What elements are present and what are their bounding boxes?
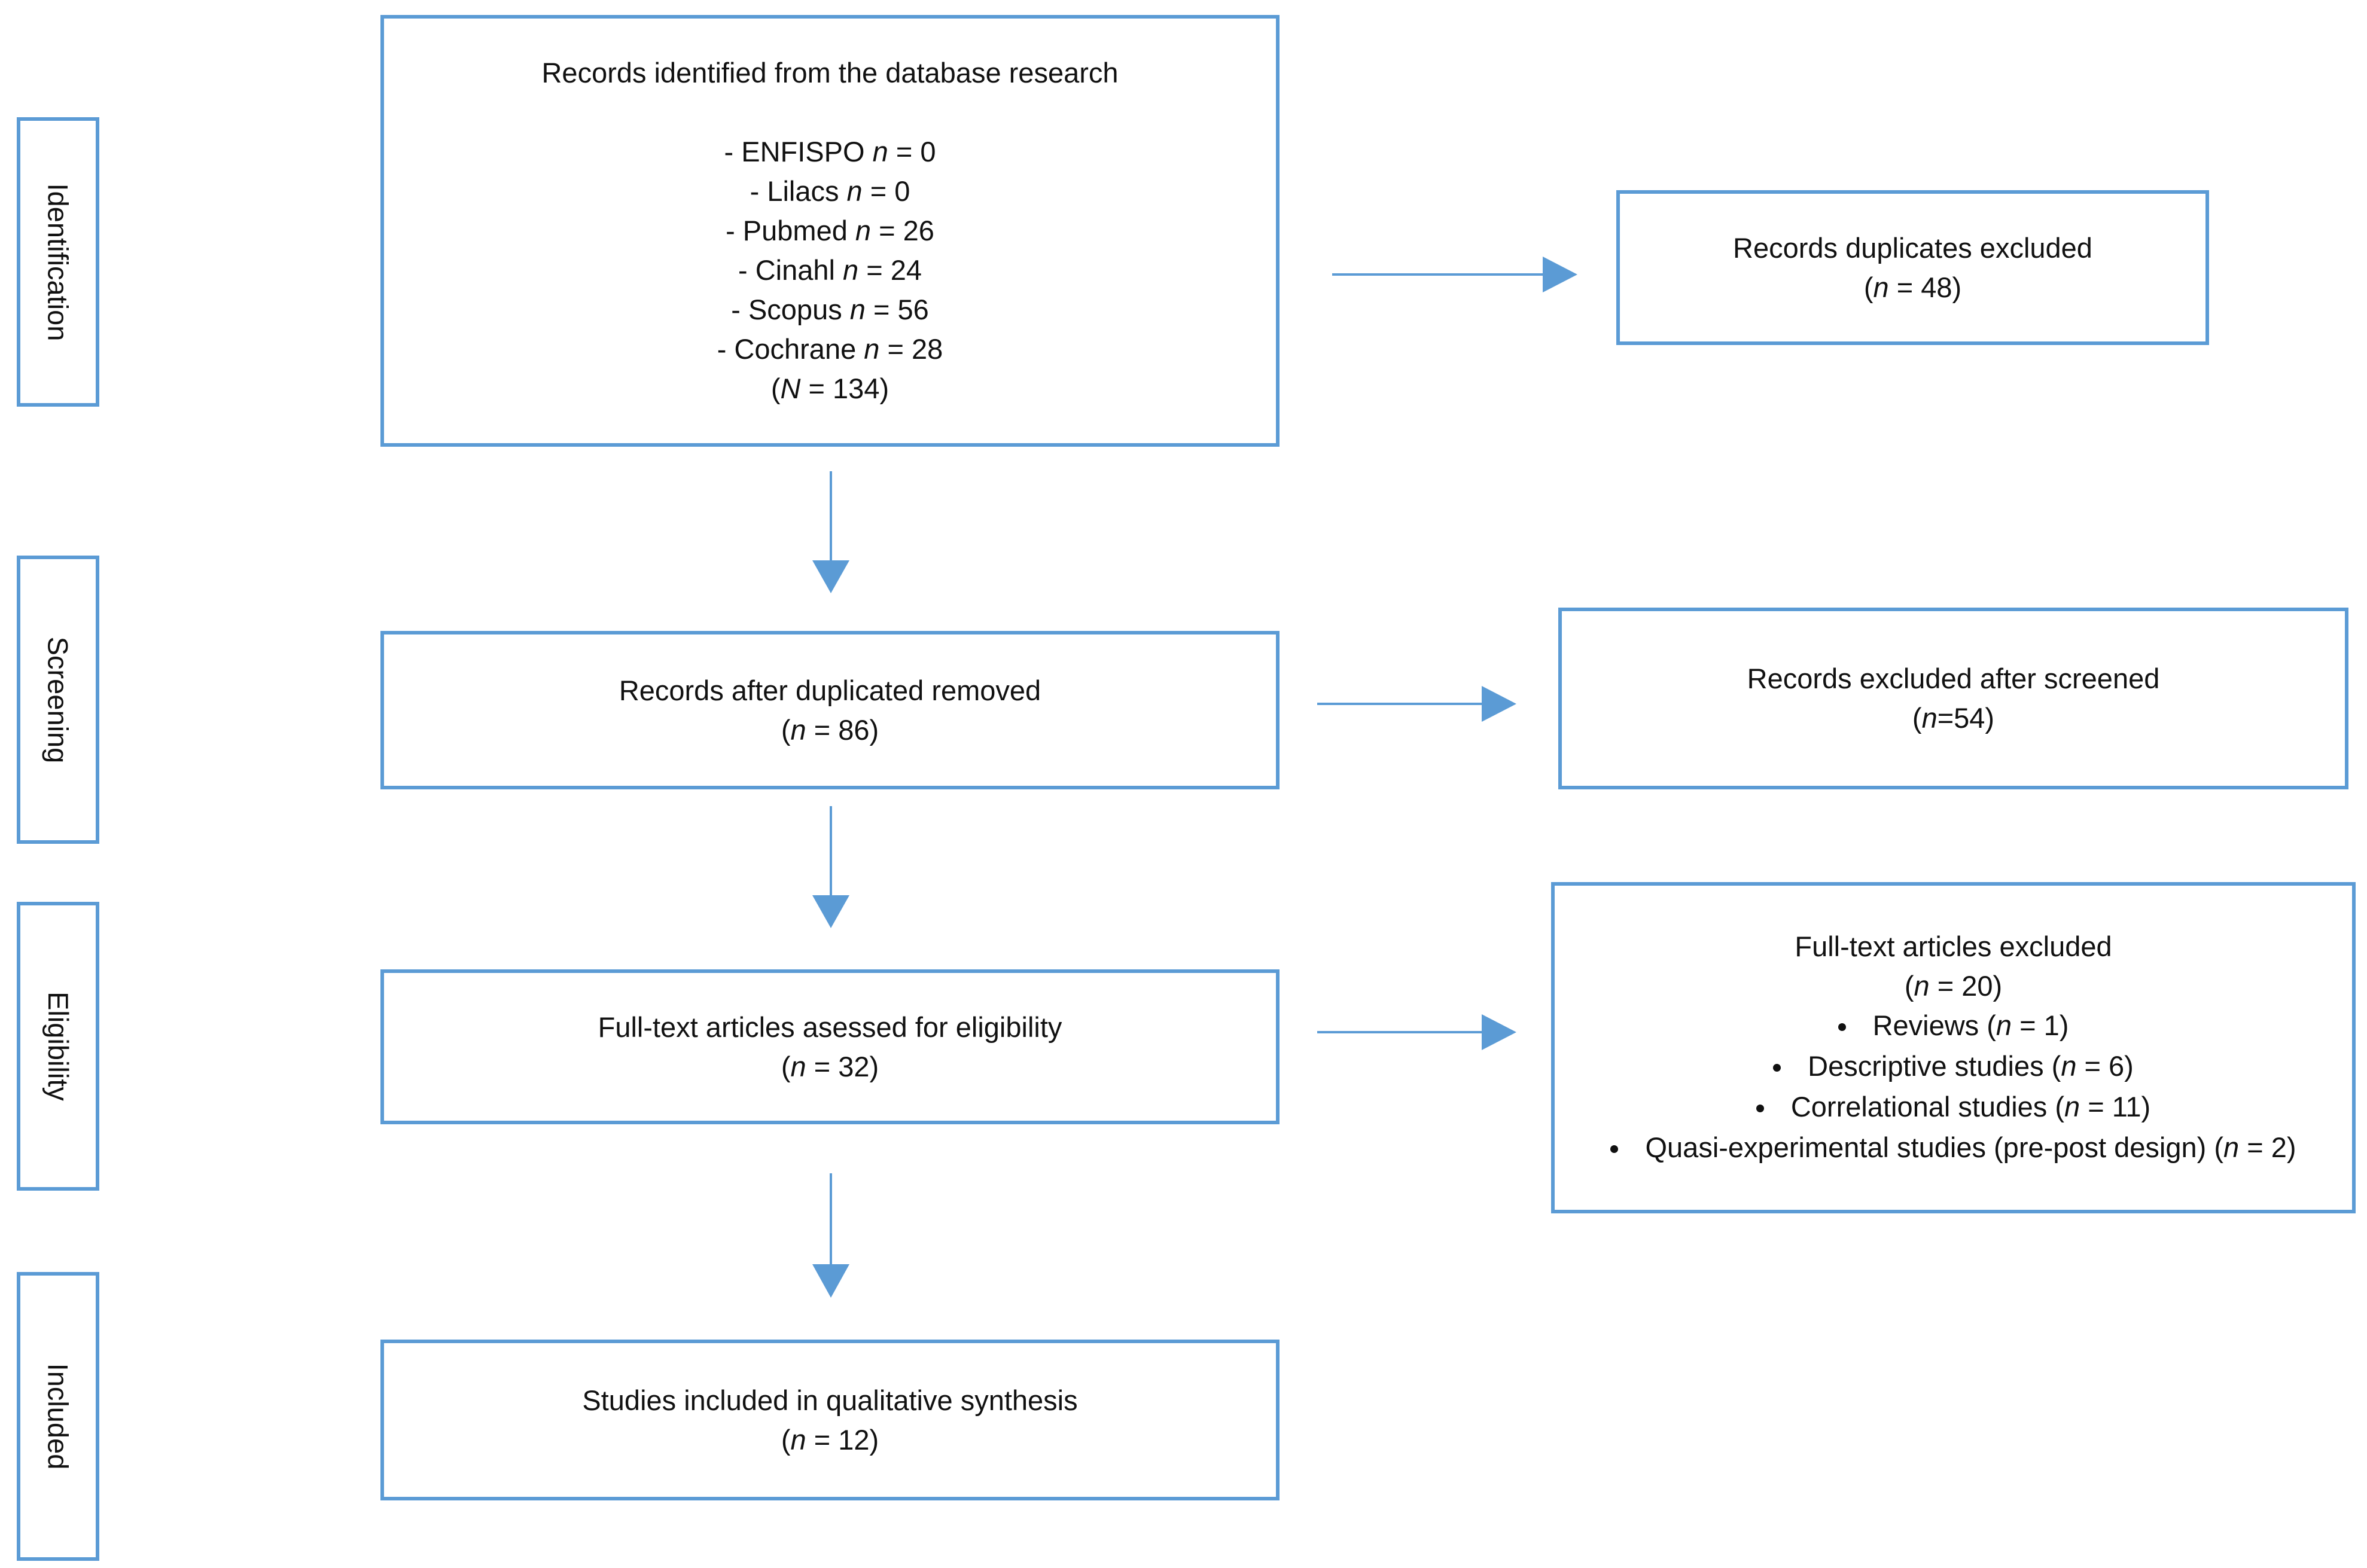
box-title: Records duplicates excluded xyxy=(1733,231,2092,264)
box-studies-included: Studies included in qualitative synthesi… xyxy=(380,1340,1280,1500)
stage-included: Included xyxy=(17,1272,99,1561)
arrow-right-to-excluded-screened xyxy=(1317,686,1516,722)
source-lilacs: - Lilacs n = 0 xyxy=(750,175,910,207)
source-scopus: - Scopus n = 56 xyxy=(731,294,929,325)
source-enfispo: - ENFISPO n = 0 xyxy=(724,136,936,167)
box-title: Records after duplicated removed xyxy=(619,674,1041,706)
box-duplicates-excluded: Records duplicates excluded (n = 48) xyxy=(1616,190,2209,345)
box-count: (n = 48) xyxy=(1863,271,1962,303)
identified-total: (N = 134) xyxy=(770,373,889,404)
list-item: Quasi-experimental studies (pre-post des… xyxy=(1610,1128,2296,1169)
box-records-after-duplicates: Records after duplicated removed (n = 86… xyxy=(380,631,1280,789)
source-pubmed: - Pubmed n = 26 xyxy=(726,215,934,246)
stage-eligibility: Eligibility xyxy=(17,902,99,1191)
box-fulltext-assessed: Full-text articles asessed for eligibili… xyxy=(380,969,1280,1124)
box-count: (n=54) xyxy=(1912,702,1995,734)
arrow-down-eligibility-to-included xyxy=(812,1173,849,1298)
box-title: Full-text articles asessed for eligibili… xyxy=(598,1011,1062,1043)
box-count: (n = 86) xyxy=(781,713,879,746)
source-cochrane: - Cochrane n = 28 xyxy=(717,333,943,365)
list-item: Descriptive studies (n = 6) xyxy=(1773,1047,2134,1087)
box-title: Records excluded after screened xyxy=(1747,663,2160,694)
list-item: Reviews (n = 1) xyxy=(1838,1006,2069,1047)
box-title: Full-text articles excluded xyxy=(1795,931,2112,962)
box-count: (n = 32) xyxy=(781,1050,879,1082)
box-records-excluded-screened: Records excluded after screened (n=54) xyxy=(1558,608,2348,789)
box-title: Studies included in qualitative synthesi… xyxy=(582,1384,1078,1416)
box-records-identified: Records identified from the database res… xyxy=(380,15,1280,447)
arrow-right-to-duplicates xyxy=(1332,257,1577,292)
arrow-right-to-fulltext-excluded xyxy=(1317,1014,1516,1050)
stage-screening: Screening xyxy=(17,556,99,844)
box-count: (n = 12) xyxy=(781,1423,879,1456)
arrow-down-identified-to-screened xyxy=(812,471,849,593)
arrow-down-screened-to-eligibility xyxy=(812,806,849,928)
list-item: Correlational studies (n = 11) xyxy=(1756,1087,2150,1128)
box-fulltext-excluded: Full-text articles excluded (n = 20) Rev… xyxy=(1551,882,2356,1213)
box-count: (n = 20) xyxy=(1904,970,2003,1002)
stage-identification: Identification xyxy=(17,117,99,407)
box-title: Records identified from the database res… xyxy=(541,57,1119,89)
source-cinahl: - Cinahl n = 24 xyxy=(738,254,922,286)
exclusion-reasons-list: Reviews (n = 1) Descriptive studies (n =… xyxy=(1610,1006,2296,1169)
